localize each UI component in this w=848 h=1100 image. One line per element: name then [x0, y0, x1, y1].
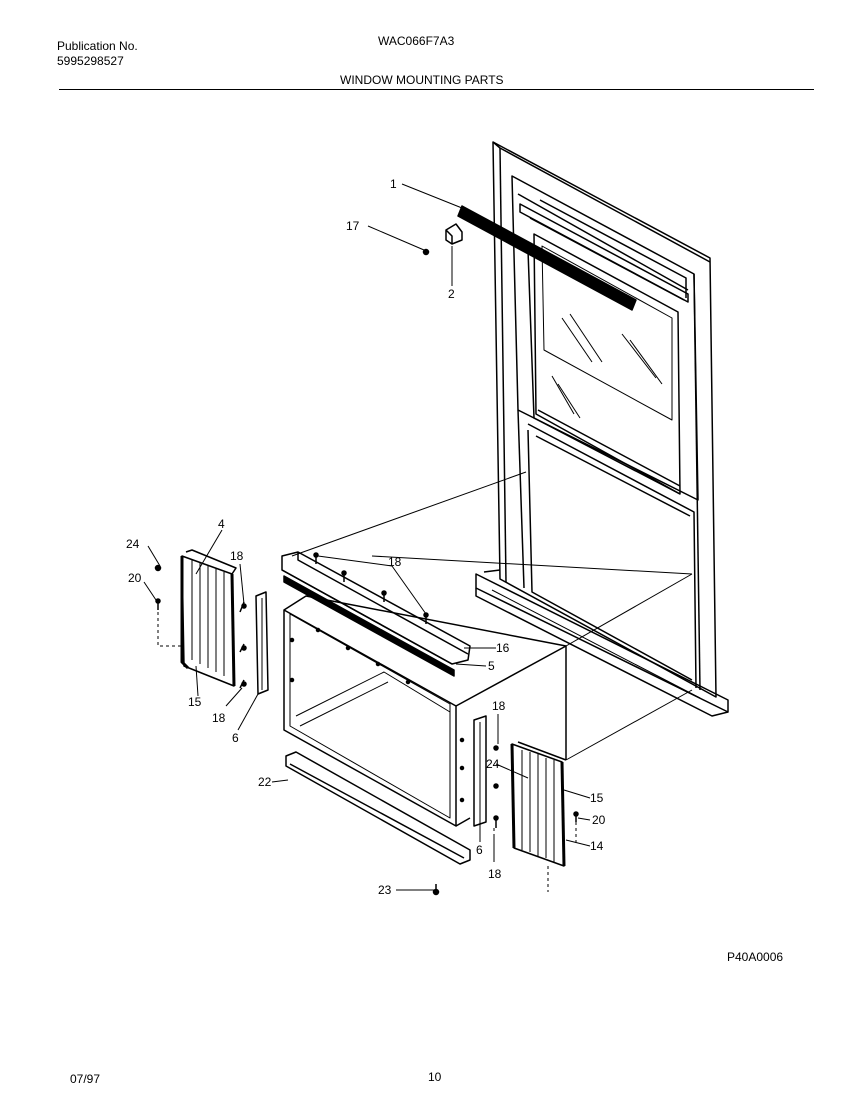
callout-20-right: 20	[592, 813, 606, 827]
callout-5: 5	[488, 659, 495, 673]
section-title: WINDOW MOUNTING PARTS	[340, 73, 504, 87]
publication-number: 5995298527	[57, 54, 124, 68]
callout-1: 1	[390, 177, 397, 191]
alignment-lines	[157, 471, 693, 892]
right-channel	[473, 715, 487, 827]
right-curtain	[510, 741, 567, 867]
callout-2: 2	[448, 287, 455, 301]
lower-sash	[527, 233, 681, 495]
header-rule	[59, 89, 814, 90]
cabinet-sleeve	[283, 595, 567, 827]
callout-6-right: 6	[476, 843, 483, 857]
publication-label: Publication No.	[57, 39, 138, 53]
callout-23: 23	[378, 883, 392, 897]
callout-18-left-bottom: 18	[212, 711, 226, 725]
top-foam-strip	[457, 205, 637, 311]
bracket-part	[422, 223, 463, 256]
callout-15-left: 15	[188, 695, 202, 709]
callout-labels: 1 17 2 4 24 20 18 15 18 6 18 16 5 22 23 …	[126, 177, 606, 897]
callout-20-left: 20	[128, 571, 142, 585]
left-curtain	[180, 549, 237, 687]
left-channel	[255, 591, 269, 695]
model-number: WAC066F7A3	[378, 34, 455, 48]
upper-sash	[519, 199, 689, 303]
callout-15-right: 15	[590, 791, 604, 805]
callout-24-left: 24	[126, 537, 140, 551]
callout-24-right: 24	[486, 757, 500, 771]
rail-foam-strip	[283, 575, 455, 677]
callout-18-right-top: 18	[492, 699, 506, 713]
page-number: 10	[428, 1070, 442, 1084]
diagram-code: P40A0006	[727, 950, 784, 964]
callout-18-rail: 18	[388, 555, 402, 569]
callout-18-left-top: 18	[230, 549, 244, 563]
window-sill	[475, 569, 729, 717]
footer-date: 07/97	[70, 1072, 101, 1086]
leader-lines	[143, 183, 591, 891]
callout-4: 4	[218, 517, 225, 531]
window-opening	[527, 423, 697, 689]
bottom-rail	[285, 751, 471, 865]
callout-17: 17	[346, 219, 360, 233]
callout-18-right-bottom: 18	[488, 867, 502, 881]
window-frame	[492, 141, 717, 698]
top-rail	[281, 551, 471, 665]
callout-6-left: 6	[232, 731, 239, 745]
callout-22: 22	[258, 775, 272, 789]
callout-16: 16	[496, 641, 510, 655]
callout-14: 14	[590, 839, 604, 853]
rail-screws	[313, 552, 429, 624]
